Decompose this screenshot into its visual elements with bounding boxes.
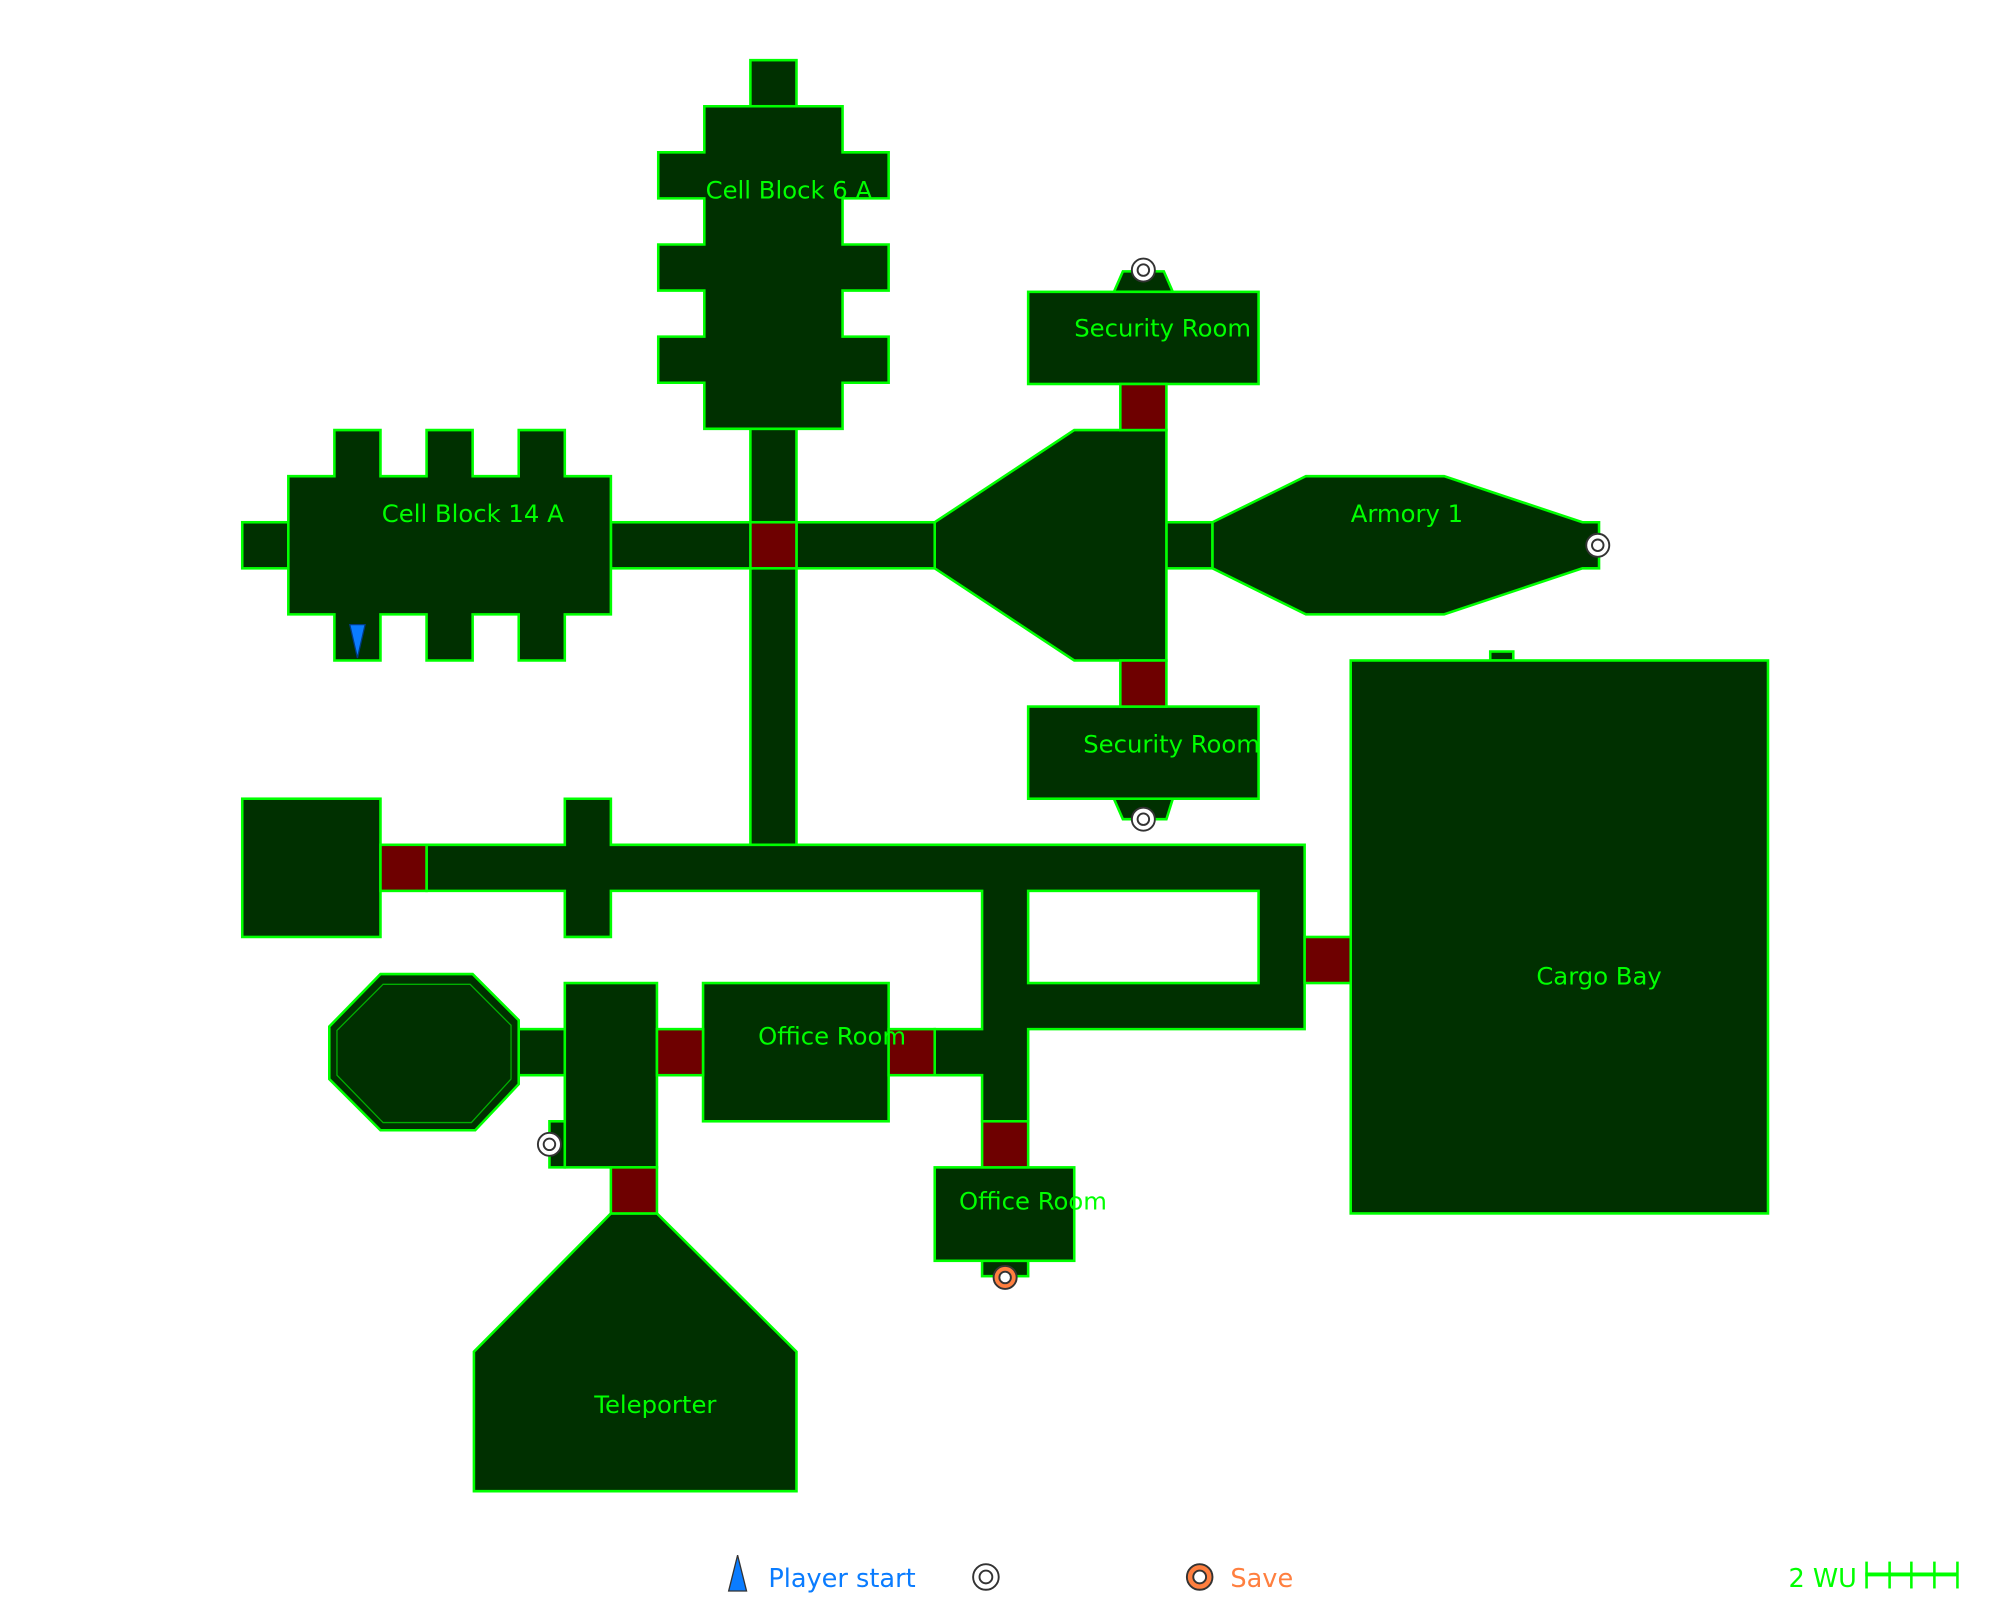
waypoint-legend-icon [972,1563,1000,1591]
scale-label: 2 WU [1788,1564,1856,1594]
waypoint-icon[interactable] [536,1131,562,1157]
player-start-legend-icon [727,1555,748,1592]
player-start-icon[interactable] [348,624,366,659]
scale-bar [1865,1561,1959,1589]
room-security-room-south[interactable] [1026,705,1260,800]
label-security-room-north: Security Room [1074,314,1251,343]
connector-octagon [517,1027,567,1077]
room-cell-block-6a[interactable] [656,104,890,431]
room-teleporter[interactable] [472,1212,798,1493]
waypoint-icon[interactable] [1130,257,1156,283]
door[interactable] [749,520,798,570]
room-west-annex[interactable] [563,981,659,1169]
corridor-north [749,427,798,848]
room-west-storage[interactable] [240,797,382,939]
waypoint-icon[interactable] [1130,806,1156,832]
door[interactable] [1119,659,1168,708]
door[interactable] [1303,935,1352,985]
cell14a-tab [240,520,290,570]
legend-player-start: Player start [768,1564,915,1594]
save-legend-icon [1185,1563,1214,1591]
door[interactable] [980,1120,1030,1169]
room-cell-block-14a[interactable] [287,428,613,662]
octagon-inner-wall [336,983,512,1124]
connector-armory [1165,520,1214,570]
room-armory-1[interactable] [1211,474,1601,616]
room-central-hall[interactable] [933,428,1168,662]
label-office-room-1: Office Room [758,1021,906,1050]
door[interactable] [609,1166,659,1215]
save-point-icon[interactable] [992,1264,1018,1290]
door[interactable] [887,1027,937,1077]
corridor-west [609,520,753,570]
legend: Player start Save 2 WU [727,1555,1959,1594]
door[interactable] [655,1027,705,1077]
label-cargo-bay: Cargo Bay [1536,961,1661,990]
label-teleporter: Teleporter [593,1390,716,1419]
legend-save: Save [1230,1564,1293,1594]
corridor-east [795,520,939,570]
room-office-room-1[interactable] [701,981,890,1123]
cell6a-tab [749,58,798,108]
label-office-room-2: Office Room [959,1187,1107,1216]
door[interactable] [1119,382,1168,432]
cargo-tab [1488,650,1515,662]
waypoint-icon[interactable] [1585,532,1611,558]
room-security-room-north[interactable] [1026,290,1260,386]
door[interactable] [379,843,428,893]
room-labels: Cell Block 6 A Cell Block 14 A Security … [382,175,1662,1419]
label-cell-block-6a: Cell Block 6 A [706,175,873,204]
inner-courtyard [1026,889,1260,985]
room-cargo-bay[interactable] [1349,659,1770,1215]
label-security-room-south: Security Room [1083,730,1260,759]
label-armory-1: Armory 1 [1351,499,1463,528]
label-cell-block-14a: Cell Block 14 A [382,499,564,528]
